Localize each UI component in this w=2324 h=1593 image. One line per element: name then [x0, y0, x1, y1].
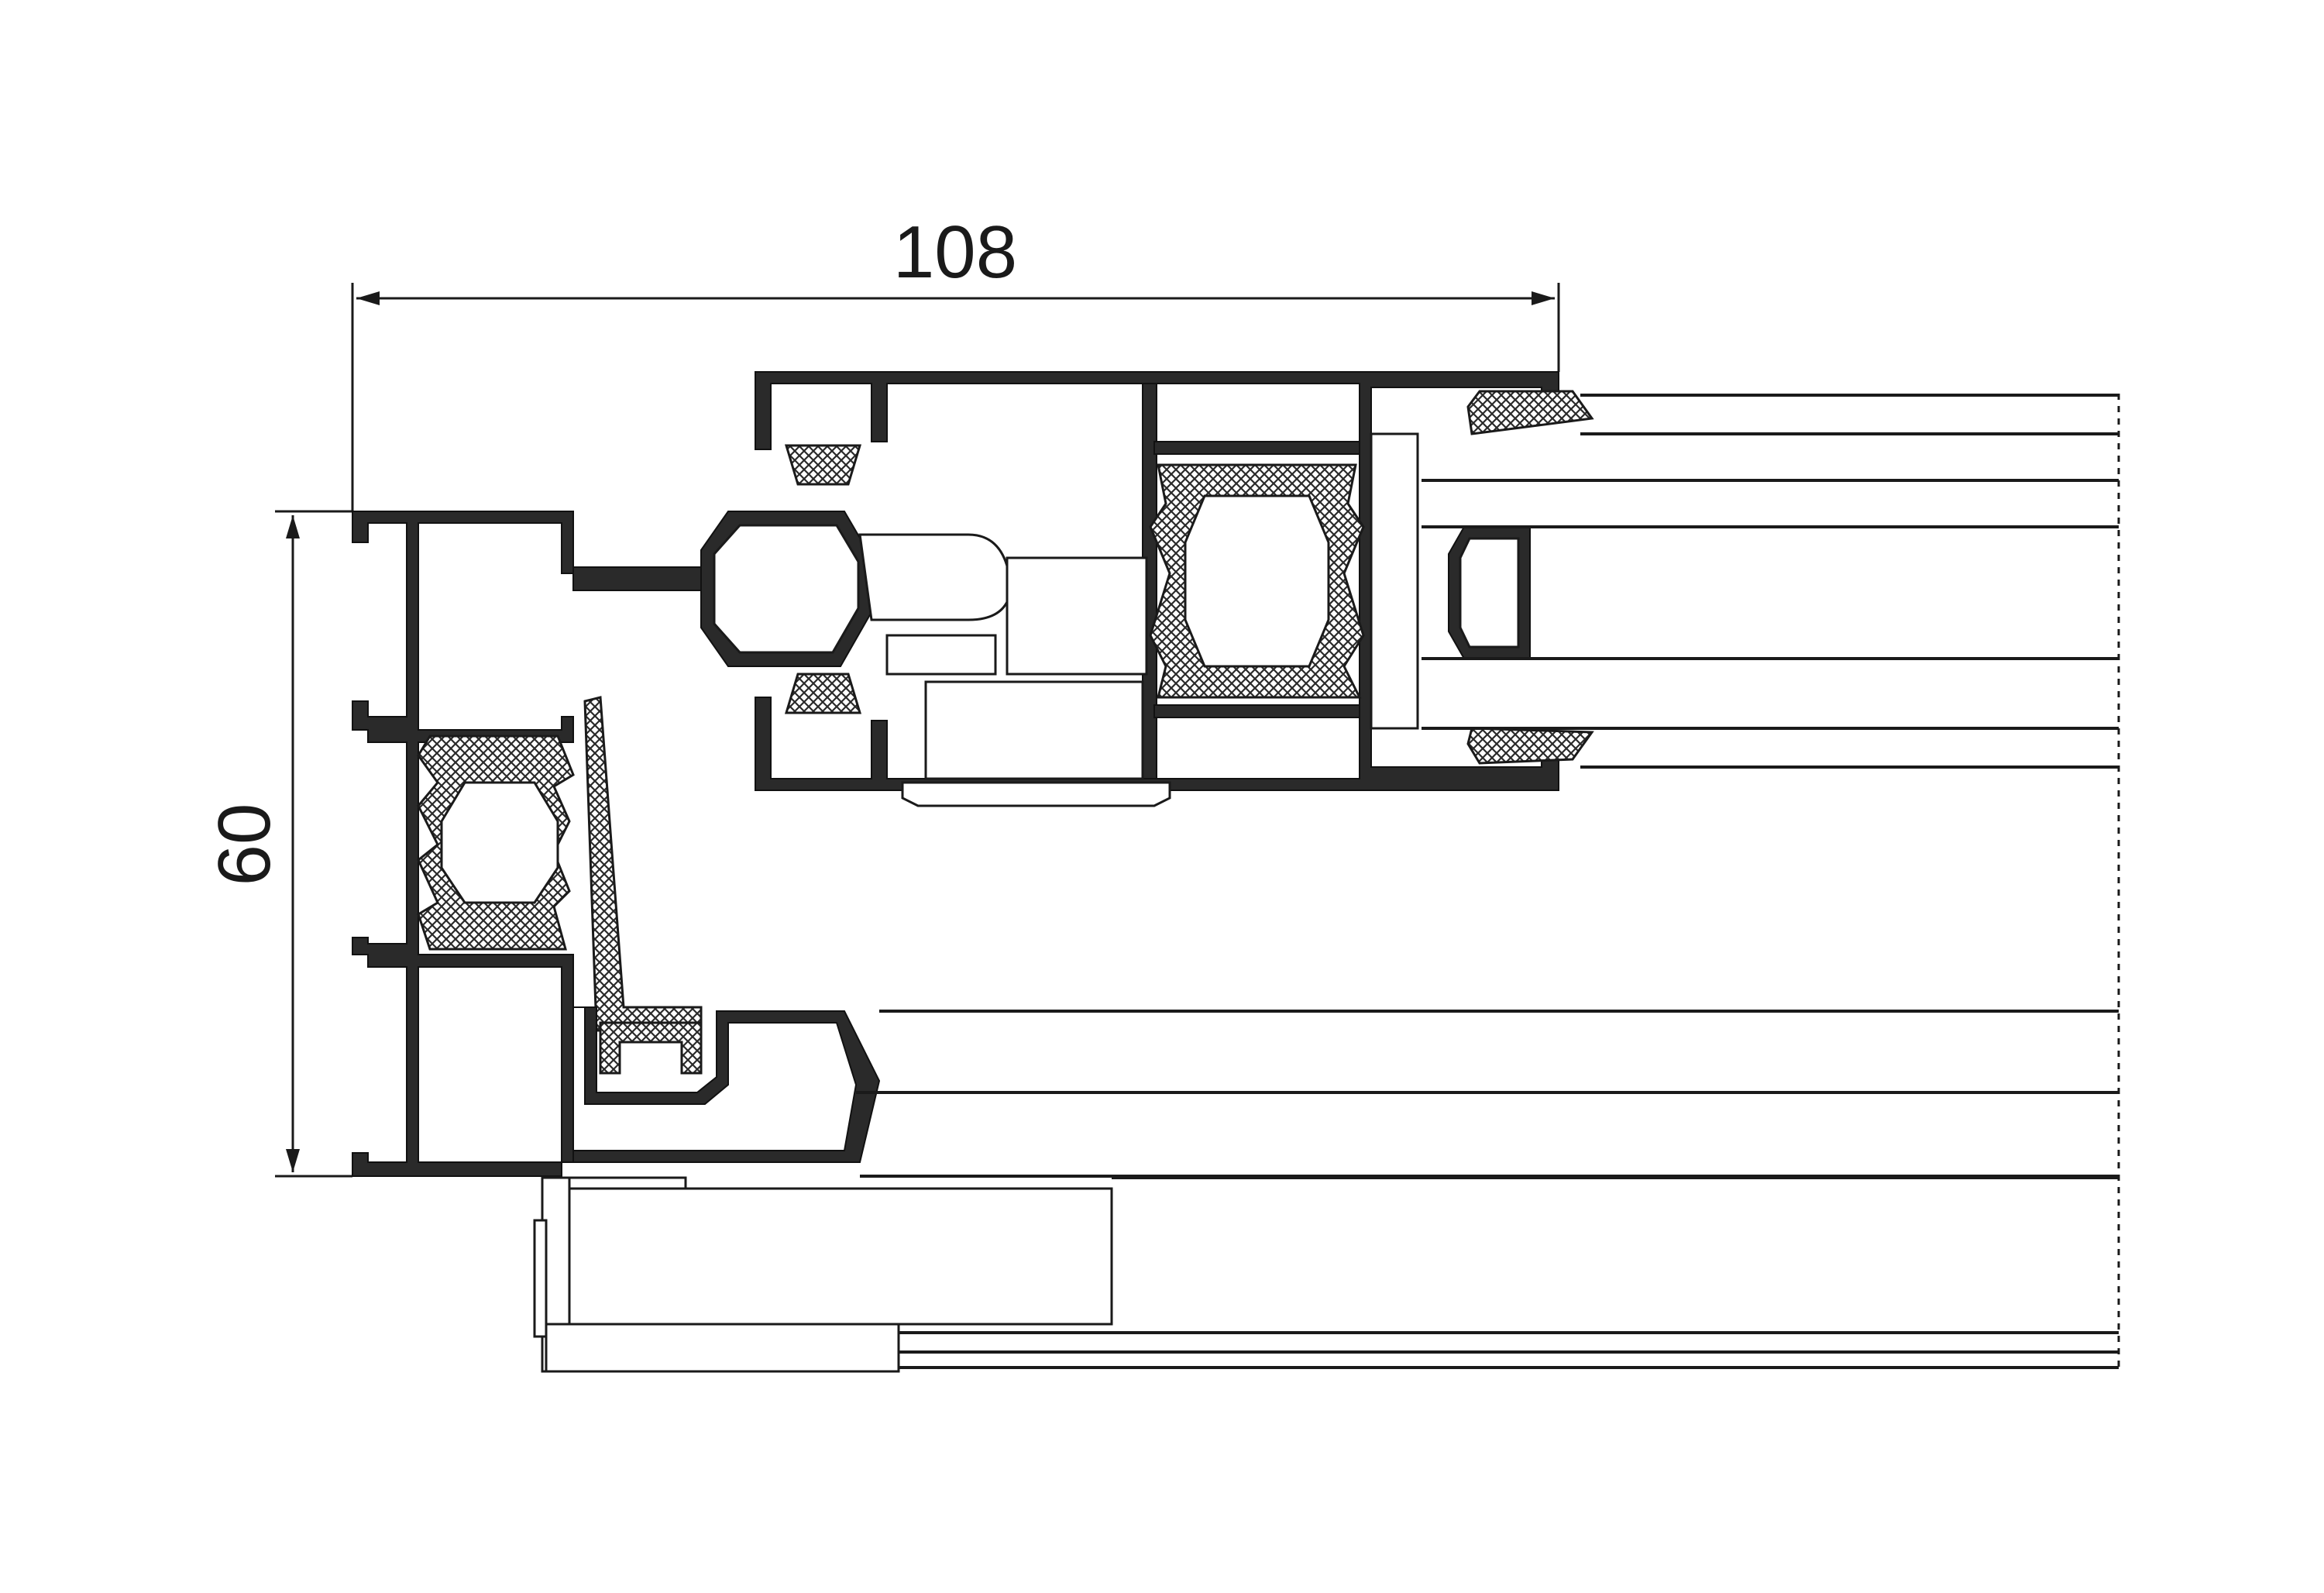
glazing-gasket-top: [1466, 390, 1594, 435]
sash-bottom-cover: [901, 781, 1171, 807]
glazing-spacer-block: [1370, 432, 1419, 730]
frame-gasket-strip: [583, 696, 703, 1032]
sash-hardware-inner: [713, 524, 860, 654]
sash-thermal-cavity: [1184, 494, 1330, 668]
sash-lock-body: [1006, 556, 1148, 676]
cover-box: [568, 1187, 1113, 1326]
frame-outer-wall: [352, 511, 574, 1177]
frame-thermal-cavity: [440, 781, 559, 904]
sash-lock-plate: [885, 634, 997, 676]
frame-connector-bar: [572, 566, 713, 591]
outer-frame-profile: [352, 511, 881, 1177]
glass-edge-spacer-inner: [1459, 537, 1520, 649]
glazing-gasket-bottom: [1466, 727, 1594, 765]
frame-bead-channel: [572, 1006, 881, 1163]
sash-gasket-top: [784, 444, 862, 486]
sash-bottom-chamber: [924, 680, 1144, 780]
sash-gasket-bottom: [784, 673, 862, 714]
sash-shelf-top: [1153, 441, 1360, 455]
sash-outer-wall: [755, 371, 1559, 791]
width-dimension-label: 108: [893, 211, 1017, 294]
height-dimension: 60: [203, 510, 352, 1178]
cover-top-strip: [568, 1176, 687, 1190]
lower-cover-assembly: [533, 1176, 2119, 1373]
cover-end-clip: [533, 1219, 548, 1338]
sash-hinge-block: [858, 533, 1012, 621]
cover-bottom-rail: [545, 1323, 900, 1373]
width-dimension: 108: [351, 211, 1560, 511]
glazing-unit: [856, 394, 2120, 1368]
sash-profile: [700, 371, 1594, 807]
frame-bead-gasket: [599, 1021, 703, 1075]
sash-shelf-bottom: [1153, 704, 1360, 718]
height-dimension-label: 60: [203, 803, 286, 886]
